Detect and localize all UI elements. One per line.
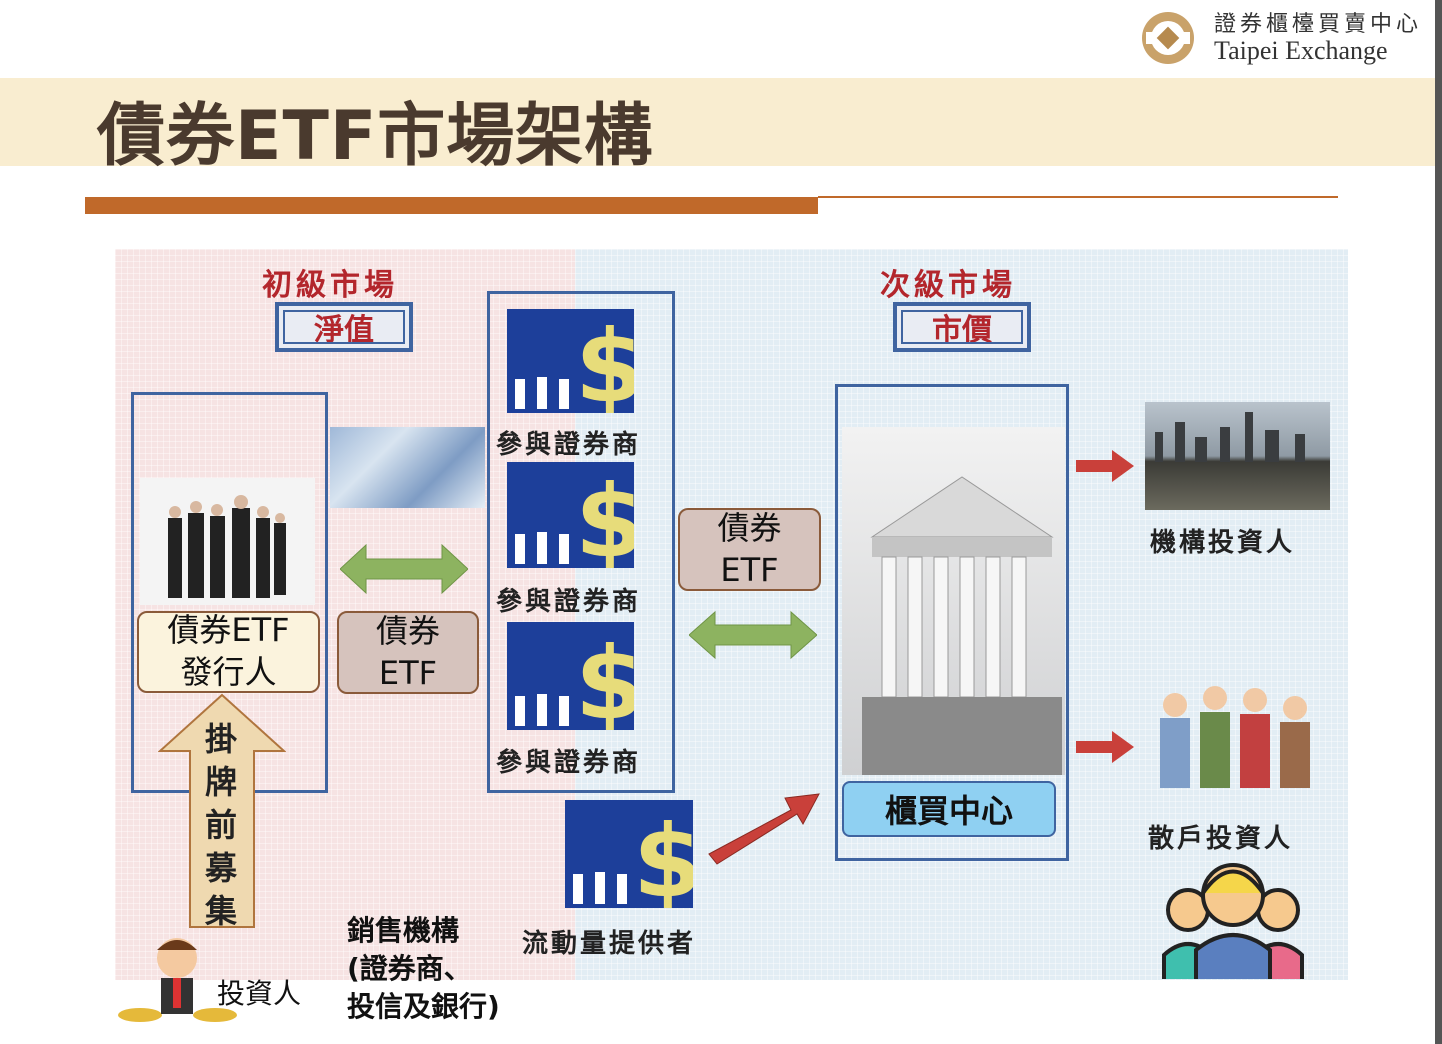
double-arrow-green-icon (688, 610, 818, 664)
logo-name-en: Taipei Exchange (1214, 36, 1388, 65)
primary-market-heading: 初級市場 (262, 268, 398, 303)
dealer-label-1: 參與證券商 (496, 430, 642, 460)
market-price-label: 市價 (893, 302, 1031, 352)
exchange-label: 櫃買中心 (842, 781, 1056, 837)
secondary-market-heading: 次級市場 (880, 268, 1016, 303)
accent-line (818, 196, 1338, 198)
sales-agents-line1: 銷售機構 (347, 914, 460, 947)
svg-text:$: $ (575, 309, 634, 413)
red-diagonal-arrow-icon (705, 790, 823, 872)
svg-text:$: $ (575, 463, 634, 568)
issuer-label-line2: 發行人 (180, 653, 277, 691)
svg-text:$: $ (575, 625, 634, 730)
double-arrow-green-icon (339, 543, 469, 599)
liquidity-provider-label: 流動量提供者 (522, 929, 697, 959)
pre-listing-char: 掛 (205, 720, 238, 758)
nav-label: 淨值 (275, 302, 413, 352)
dealer-label-3: 參與證券商 (496, 748, 642, 778)
bond-etf-mid-line2: ETF (720, 550, 779, 589)
retail-investors-label: 散戶投資人 (1148, 824, 1294, 854)
svg-text:$: $ (633, 803, 693, 908)
exchange-building-image (842, 427, 1065, 775)
red-arrow-right-icon (1076, 450, 1134, 486)
up-arrow-icon (157, 693, 287, 933)
dealer-image-3: $ (507, 622, 634, 730)
red-arrow-right-icon (1076, 731, 1134, 767)
business-people-image (140, 478, 315, 605)
liquidity-provider-image: $ (565, 800, 693, 908)
issuer-label-line1: 債券ETF (167, 611, 290, 650)
pre-listing-char: 集 (205, 892, 238, 930)
family-icon (1160, 855, 1306, 985)
institutional-investors-label: 機構投資人 (1150, 528, 1296, 558)
bond-etf-left-line1: 債券 (375, 611, 440, 650)
sales-agents-label: 銷售機構 (證券商、投信及銀行) (347, 912, 500, 1026)
page-title: 債券ETF市場架構 (97, 97, 654, 176)
dealer-image-1: $ (507, 309, 634, 413)
title-band (0, 78, 1435, 166)
taipei-exchange-logo-icon (1140, 8, 1196, 68)
dealers-frame (487, 291, 675, 793)
sales-agents-line3: 投信及銀行) (347, 990, 500, 1023)
window-edge (1435, 0, 1442, 1044)
bond-etf-mid-line1: 債券 (717, 508, 782, 547)
city-skyline-image (1145, 402, 1330, 510)
investor-label: 投資人 (217, 977, 302, 1010)
dealer-label-2: 參與證券商 (496, 587, 642, 617)
pre-listing-label: 掛牌前募集 (205, 718, 237, 933)
logo-name-zh: 證券櫃檯買賣中心 (1214, 12, 1423, 37)
bond-etf-left-line2: ETF (378, 653, 438, 692)
accent-bar (85, 197, 818, 214)
exchange-frame (835, 384, 1069, 861)
dealer-image-2: $ (507, 462, 634, 568)
banknotes-image (330, 427, 485, 508)
pre-listing-char: 前 (205, 806, 238, 844)
investor-image (115, 930, 240, 1024)
retail-crowd-image (1135, 680, 1330, 800)
pre-listing-char: 募 (205, 849, 238, 887)
sales-agents-line2: (證券商、 (347, 952, 472, 985)
pre-listing-char: 牌 (205, 763, 238, 801)
